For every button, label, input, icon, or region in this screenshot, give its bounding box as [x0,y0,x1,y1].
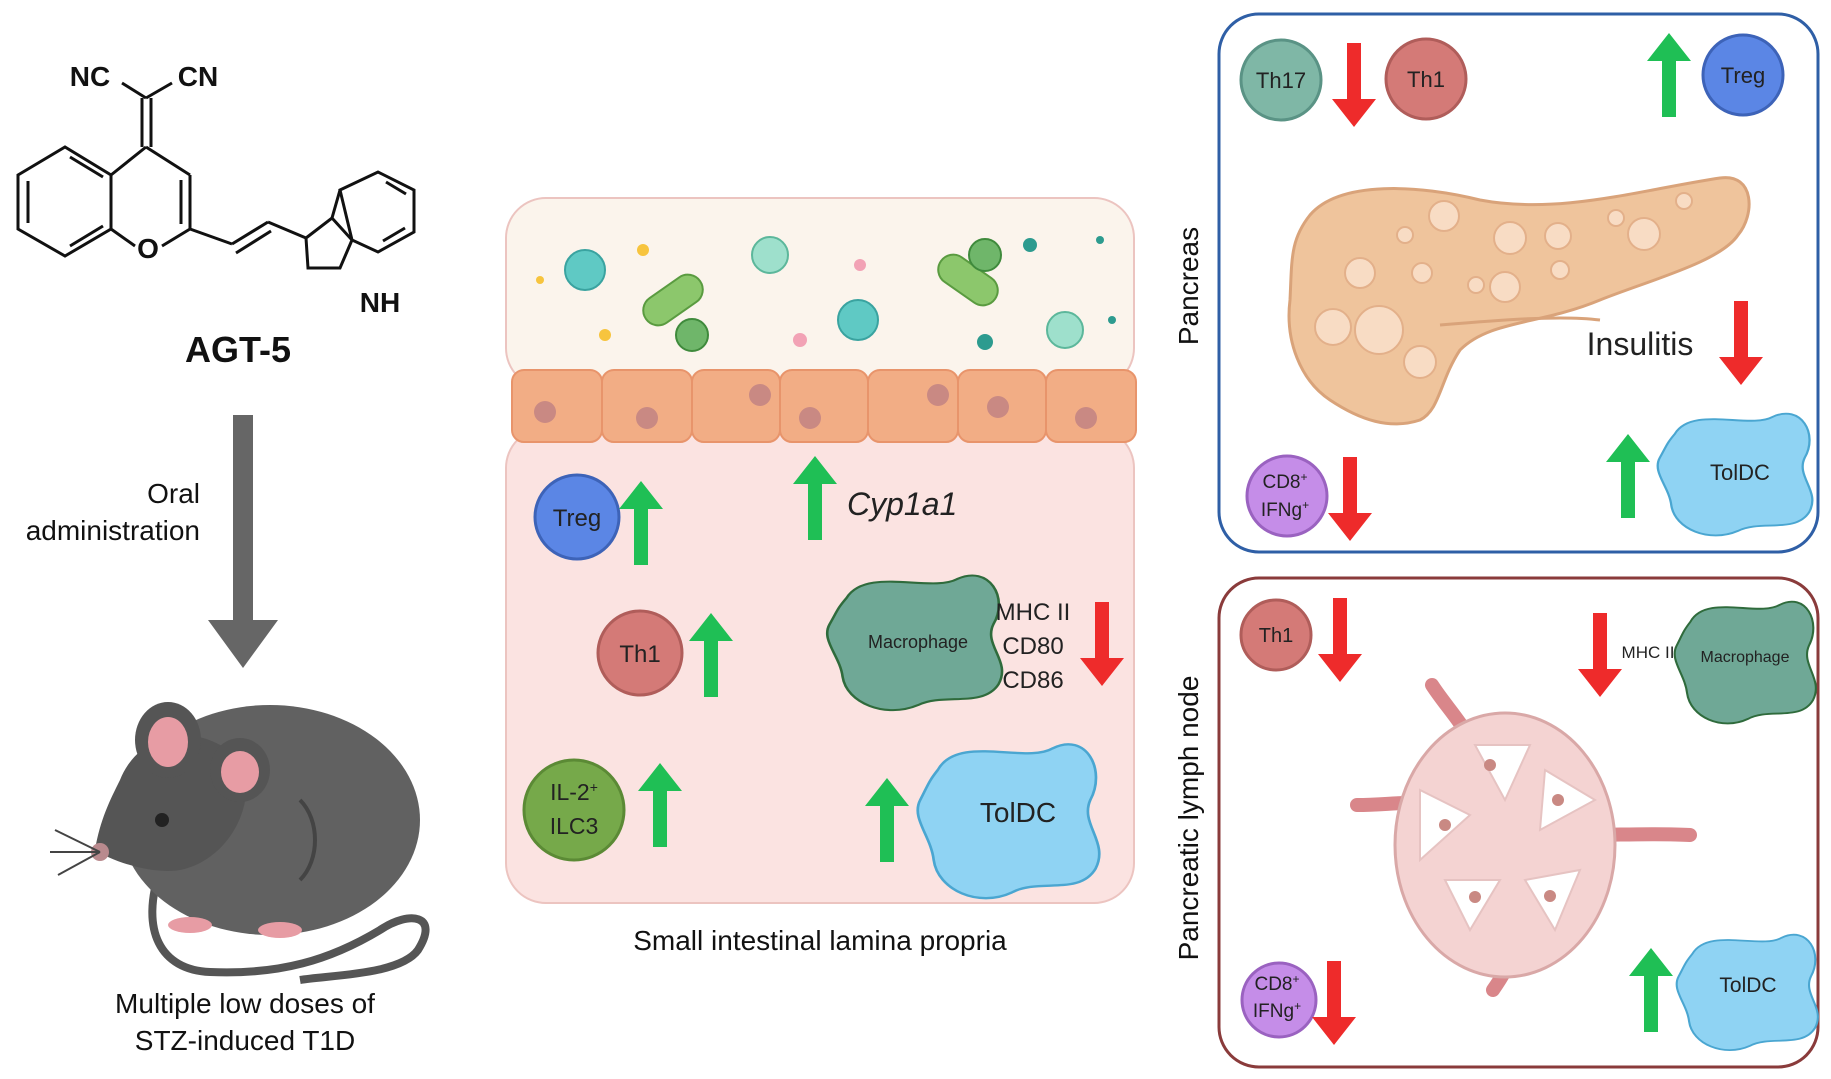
intestine-treg-cell [533,473,621,561]
pancreas-th1-label: Th1 [1407,67,1445,92]
intestine-ilc3-cell [522,758,626,862]
intestine-macrophage-label: Macrophage [868,632,968,652]
pancreas-th17-label: Th17 [1256,68,1306,93]
intestine-marker-mhc: MHC II [996,599,1071,626]
intestine-caption: Small intestinal lamina propria [633,925,1007,956]
atom-nh: NH [360,287,400,318]
agt5-structure [16,81,416,270]
mouse-caption-line1: Multiple low doses of [115,988,375,1019]
pancreas-cd8-cell [1245,454,1329,538]
intestine-th1-label: Th1 [619,641,660,668]
atom-o: O [137,233,159,264]
microbiota [536,236,1116,352]
lymph-toldc-label: TolDC [1719,974,1776,997]
lymph-mhc-label: MHC II [1622,643,1675,662]
mouse-illustration [50,702,430,984]
lymph-node-label: Pancreatic lymph node [1173,676,1204,961]
mouse-caption-line2: STZ-induced T1D [135,1025,355,1056]
lymph-macrophage-label: Macrophage [1701,649,1790,666]
intestine-ilc3-label-line1: IL-2+ [550,779,598,805]
intestine-cyp-label: Cyp1a1 [847,486,957,522]
lymph-th1-label: Th1 [1259,625,1293,647]
pancreas-panel [1217,12,1820,554]
lymph-cd8-cell [1240,961,1318,1039]
pancreas-cd8-label: CD8+ [1262,470,1307,493]
lymph-ifng-label: IFNg+ [1253,999,1301,1022]
administration-label-line1: Oral [147,478,200,509]
intestine-marker-cd80: CD80 [1002,633,1063,660]
pancreas-treg-label: Treg [1721,63,1765,88]
intestine-th1-cell [596,609,684,697]
pancreas-insulitis-label: Insulitis [1587,326,1694,362]
intestine-ilc3-label-line2: ILC3 [550,813,599,839]
intestine-toldc-label: TolDC [980,797,1056,828]
intestine-treg-label: Treg [553,505,601,532]
pancreas-label: Pancreas [1173,227,1204,345]
atom-nc: NC [70,61,110,92]
intestine-panel [505,197,1137,904]
pancreas-treg-cell [1701,33,1785,117]
lymph-cd8-label: CD8+ [1254,972,1299,995]
pancreas-toldc-label: TolDC [1710,460,1770,485]
administration-arrow [208,415,278,668]
administration-label-line2: administration [26,515,200,546]
pancreas-th1-cell [1384,37,1468,121]
pancreas-ifng-label: IFNg+ [1261,498,1309,521]
compound-name: AGT-5 [185,329,291,370]
lymph-node-panel [1217,576,1820,1069]
epithelium [511,369,1137,443]
intestine-marker-cd86: CD86 [1002,667,1063,694]
lymph-th1-cell [1239,598,1313,672]
atom-cn: CN [178,61,218,92]
pancreas-th17-cell [1239,38,1323,122]
